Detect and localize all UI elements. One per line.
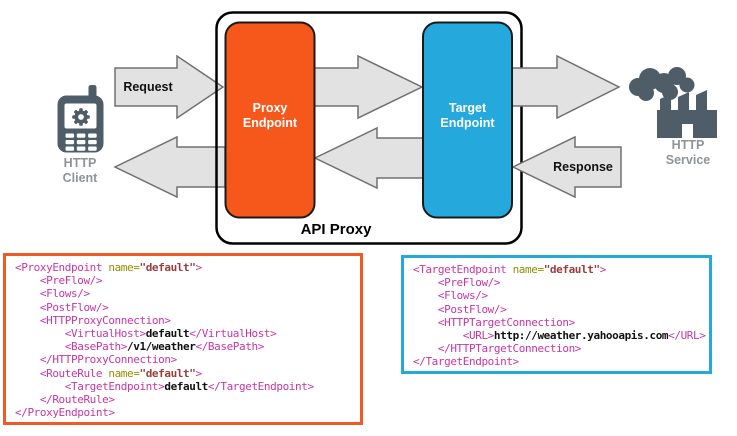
target-endpoint-label: Target Endpoint xyxy=(440,101,495,130)
target-endpoint-code: <TargetEndpoint name="default"> <PreFlow… xyxy=(413,263,706,369)
proxy-endpoint-box xyxy=(224,21,316,219)
code-line: <Flows/> xyxy=(15,287,90,301)
code-line: <HTTPProxyConnection> xyxy=(15,313,171,327)
mobile-phone-icon xyxy=(57,85,104,153)
phone-keypad xyxy=(65,133,97,151)
request-arrow xyxy=(114,54,225,120)
proxy-endpoint-label: Proxy Endpoint xyxy=(242,101,298,130)
code-line: </HTTPProxyConnection> xyxy=(15,353,177,367)
code-line: <HTTPTargetConnection> xyxy=(413,315,575,329)
api-proxy-label: API Proxy xyxy=(300,221,372,238)
code-line: </RouteRule> xyxy=(15,393,115,407)
code-line: <PreFlow/> xyxy=(413,276,501,290)
target-to-service-arrow xyxy=(510,54,621,120)
target-endpoint-box xyxy=(422,21,513,219)
api-proxy-flow-diagram xyxy=(57,11,717,245)
request-label: Request xyxy=(123,80,173,94)
response-arrow xyxy=(511,135,622,199)
http-client-label: HTTP Client xyxy=(62,156,98,185)
proxy-to-target-arrow xyxy=(313,54,424,120)
factory-door xyxy=(682,124,693,138)
code-line: <BasePath>/v1/weather</BasePath> xyxy=(15,340,265,354)
code-line: <VirtualHost>default</VirtualHost> xyxy=(15,327,277,341)
http-service-label: HTTP Service xyxy=(665,138,711,167)
code-line: </HTTPTargetConnection> xyxy=(413,342,582,356)
response-label: Response xyxy=(553,160,613,174)
smoke-cloud-icon xyxy=(629,67,695,101)
factory-icon xyxy=(629,67,717,138)
code-line: <URL>http://weather.yahooapis.com</URL> xyxy=(413,329,706,343)
api-proxy-container-border xyxy=(215,11,523,245)
code-line: <RouteRule name="default"> xyxy=(15,366,202,380)
target-to-proxy-arrow xyxy=(313,126,424,190)
gear-icon xyxy=(72,108,90,126)
code-line: </ProxyEndpoint> xyxy=(15,406,115,420)
code-line: <ProxyEndpoint name="default"> xyxy=(15,261,202,274)
proxy-endpoint-code: <ProxyEndpoint name="default"> <PreFlow/… xyxy=(15,261,356,419)
code-line: <PostFlow/> xyxy=(413,302,507,316)
proxy-endpoint-code-block: <ProxyEndpoint name="default"> <PreFlow/… xyxy=(3,253,363,425)
response-to-client-arrow xyxy=(113,135,226,199)
code-line: <TargetEndpoint name="default"> xyxy=(413,263,606,276)
target-endpoint-code-block: <TargetEndpoint name="default"> <PreFlow… xyxy=(401,255,712,374)
code-line: <TargetEndpoint>default</TargetEndpoint> xyxy=(15,379,314,393)
code-line: <PreFlow/> xyxy=(15,274,103,288)
code-line: <Flows/> xyxy=(413,289,488,303)
code-line: </TargetEndpoint> xyxy=(413,355,519,369)
code-line: <PostFlow/> xyxy=(15,300,109,314)
